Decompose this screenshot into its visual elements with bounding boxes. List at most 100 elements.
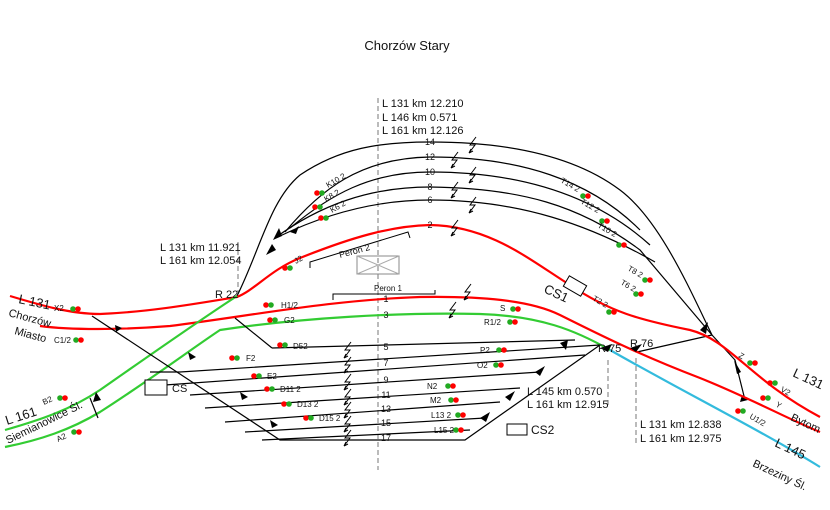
signal-c12[interactable]: C1/2: [54, 336, 84, 345]
signal-y[interactable]: Y: [760, 395, 784, 411]
shelter-cross: [356, 255, 400, 275]
track-13: 13: [381, 404, 391, 414]
signal-l152[interactable]: L15 2: [434, 426, 464, 435]
line-161-lower: [4, 312, 611, 449]
track-7: 7: [383, 358, 388, 368]
signal-label: C1/2: [54, 336, 71, 345]
signal-u12[interactable]: U1/2: [735, 408, 768, 429]
signal-label: A2: [55, 431, 68, 444]
km-center-l146: L 146 km 0.571: [382, 112, 457, 124]
signal-n2[interactable]: N2: [427, 382, 456, 391]
platform-1: [332, 290, 436, 300]
signal-t142[interactable]: T14 2: [559, 176, 591, 199]
building-cs2-label: CS2: [531, 423, 555, 437]
line-label-brzeziny: Brzeziny Śl.: [751, 457, 809, 493]
line-161-upper: [4, 295, 238, 432]
signal-s[interactable]: S: [500, 304, 521, 313]
track-10: 10: [425, 167, 435, 177]
signal-label: D52: [293, 342, 308, 351]
signal-b2[interactable]: B2: [41, 394, 68, 407]
signal-p2[interactable]: P2: [480, 346, 507, 355]
signal-t82[interactable]: T8 2: [626, 264, 653, 283]
line-145: [609, 349, 821, 468]
point-r76: R 76: [630, 338, 653, 350]
km-center-l131: L 131 km 12.210: [382, 98, 464, 110]
signal-label: L15 2: [434, 426, 455, 435]
track-11: 11: [381, 390, 390, 400]
signal-d132[interactable]: D13 2: [281, 400, 319, 409]
track-14: 14: [425, 137, 435, 147]
signal-l132[interactable]: L13 2: [431, 411, 466, 420]
signal-e2[interactable]: E2: [251, 372, 277, 381]
crossover-161: [89, 397, 99, 419]
lower-yard: [91, 315, 642, 441]
signal-x2[interactable]: X2: [54, 304, 81, 313]
signal-j2[interactable]: J2: [282, 253, 305, 271]
signal-label: E2: [267, 372, 277, 381]
line-131-lower: [39, 295, 821, 434]
signal-label: F2: [246, 354, 256, 363]
signal-label: P2: [480, 346, 490, 355]
signal-label: M2: [430, 396, 442, 405]
signal-z[interactable]: Z: [737, 351, 758, 366]
signal-h12[interactable]: H1/2: [263, 301, 298, 310]
line-label-l131-right: L 131: [791, 365, 826, 392]
signal-label: Y: [774, 400, 784, 411]
platform-2-label: Peron 2: [338, 242, 371, 260]
shelter-box: [356, 255, 400, 275]
km-center: L 131 km 12.210 L 146 km 0.571 L 161 km …: [382, 98, 464, 137]
signal-r12[interactable]: R1/2: [484, 318, 518, 327]
signal-label: B2: [41, 394, 54, 407]
signals: X2 C1/2 B2 A2 H1/2 G2 D52 F2 E2 D11 2 D1…: [41, 171, 792, 444]
signal-label: D11 2: [280, 385, 301, 394]
signal-f2[interactable]: F2: [229, 354, 256, 363]
signal-d52[interactable]: D52: [277, 342, 308, 351]
track-1: 1: [383, 294, 388, 304]
signal-label: U1/2: [748, 412, 768, 429]
track-3: 3: [383, 310, 388, 320]
line-label-l131-left: L 131: [17, 291, 51, 312]
signal-label: Z: [737, 351, 746, 361]
platform-2: [309, 231, 411, 268]
km-center-l161: L 161 km 12.126: [382, 125, 464, 137]
track-15: 15: [381, 418, 391, 428]
track-9: 9: [383, 375, 388, 385]
signal-label: V2: [779, 385, 792, 398]
point-r22: R 22: [215, 289, 238, 301]
signal-label: T8 2: [626, 264, 645, 280]
upper-track-group: [236, 141, 748, 402]
track-numbers: 14 12 10 8 6 2 1 3 5 7 9 11 13 15 17: [381, 137, 435, 443]
building-cs1: [562, 275, 588, 297]
building-cs: [144, 379, 168, 396]
signal-label: D15 2: [319, 414, 341, 423]
track-8: 8: [427, 182, 432, 192]
km-left-l161: L 161 km 12.054: [160, 255, 242, 267]
km-left-l131: L 131 km 11.921: [160, 242, 241, 254]
signal-label: O2: [477, 361, 488, 370]
building-cs-label: CS: [172, 383, 187, 395]
signal-label: X2: [54, 304, 64, 313]
km-r75-l145: L 145 km 0.570: [527, 386, 602, 398]
signal-label: G2: [284, 316, 295, 325]
signal-label: H1/2: [281, 301, 298, 310]
signal-t62[interactable]: T6 2: [619, 278, 644, 297]
signal-t22[interactable]: T2 2: [591, 294, 617, 315]
signal-label: K10 2: [325, 171, 348, 190]
signal-o2[interactable]: O2: [477, 361, 504, 370]
signal-label: T14 2: [559, 176, 582, 194]
signal-d152[interactable]: D15 2: [303, 414, 341, 423]
track-12: 12: [425, 152, 435, 162]
signal-v2[interactable]: V2: [767, 380, 792, 398]
switch-marker: [93, 392, 101, 402]
signal-a2[interactable]: A2: [55, 429, 82, 444]
km-r76-l131: L 131 km 12.838: [640, 419, 722, 431]
station-title: Chorzów Stary: [364, 38, 450, 53]
signal-g2[interactable]: G2: [267, 316, 295, 325]
signal-d112[interactable]: D11 2: [264, 385, 301, 394]
signal-label: R1/2: [484, 318, 501, 327]
signal-m2[interactable]: M2: [430, 396, 459, 405]
signal-label: T2 2: [591, 294, 610, 310]
line-label-l145-right: L 145: [773, 435, 808, 462]
